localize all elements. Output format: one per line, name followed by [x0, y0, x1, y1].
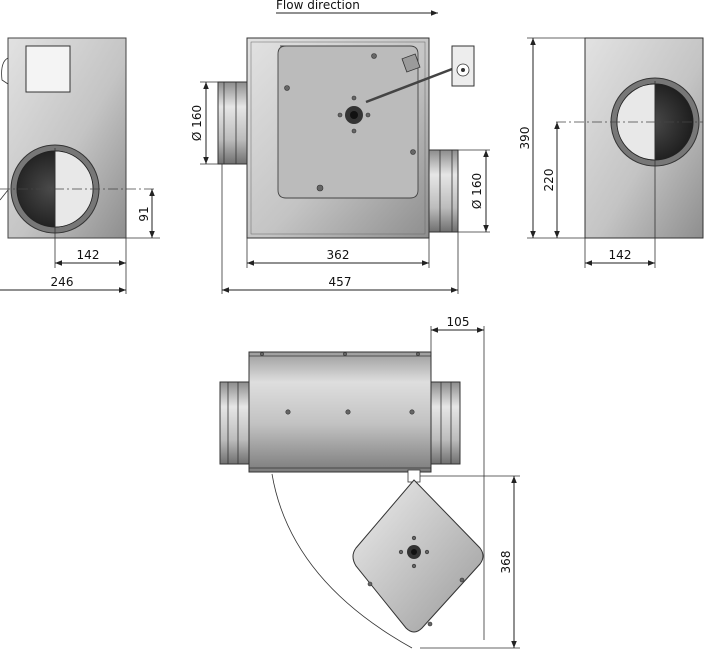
front-inlet-duct	[217, 81, 248, 165]
terminal-box	[25, 45, 71, 93]
dim-390-label: 390	[518, 127, 532, 150]
screw-hole	[398, 549, 404, 555]
screw-hole	[411, 563, 417, 569]
front-outlet-duct	[428, 149, 459, 233]
dim-368-label: 368	[499, 551, 513, 574]
bottom-outlet-duct	[430, 381, 461, 465]
dim-91-label: 91	[137, 206, 151, 221]
dim-105-label: 105	[447, 315, 470, 329]
dim-457-label: 457	[329, 275, 352, 289]
screw-hole	[424, 549, 430, 555]
screw-hole	[284, 85, 290, 91]
screw-hole	[416, 352, 420, 356]
screw-hole	[285, 409, 291, 415]
dim-220-label: 220	[542, 169, 556, 192]
flow-direction-label: Flow direction	[276, 0, 360, 12]
screw-hole	[459, 577, 465, 583]
screw-hole	[409, 409, 415, 415]
screw-hole	[337, 112, 343, 118]
screw-hole	[367, 581, 373, 587]
screw-hole	[427, 621, 433, 627]
switch-rod	[365, 64, 461, 104]
screw-hole	[410, 149, 416, 155]
front-inner-plate	[277, 45, 419, 199]
bottom-housing	[248, 351, 432, 473]
bottom-inlet-duct	[219, 381, 250, 465]
dim-outlet-dia-label: Ø 160	[470, 173, 484, 209]
screw-hole	[371, 53, 377, 59]
dim-inlet-dia-label: Ø 160	[190, 105, 204, 141]
screw-hole	[351, 128, 357, 134]
screw-hole	[345, 409, 351, 415]
screw-hole	[260, 352, 264, 356]
right-side-view: 390 220 142	[518, 37, 704, 268]
dim-362-label: 362	[327, 248, 350, 262]
left-side-view: 91 142 246	[0, 37, 160, 294]
screw-hole	[365, 112, 371, 118]
front-view: Ø 160 Ø 160 362 457	[190, 37, 490, 294]
door-swing-arc	[271, 473, 413, 649]
screw-hole	[316, 184, 324, 192]
dim-142-right-label: 142	[609, 248, 632, 262]
dim-142-left-label: 142	[77, 248, 100, 262]
screw-hole	[351, 95, 357, 101]
screw-hole	[411, 535, 417, 541]
screw-hole	[343, 352, 347, 356]
cable	[1, 57, 9, 85]
bottom-view: 105 368	[219, 315, 520, 649]
flow-direction: Flow direction	[276, 0, 438, 16]
dim-246-label: 246	[51, 275, 74, 289]
